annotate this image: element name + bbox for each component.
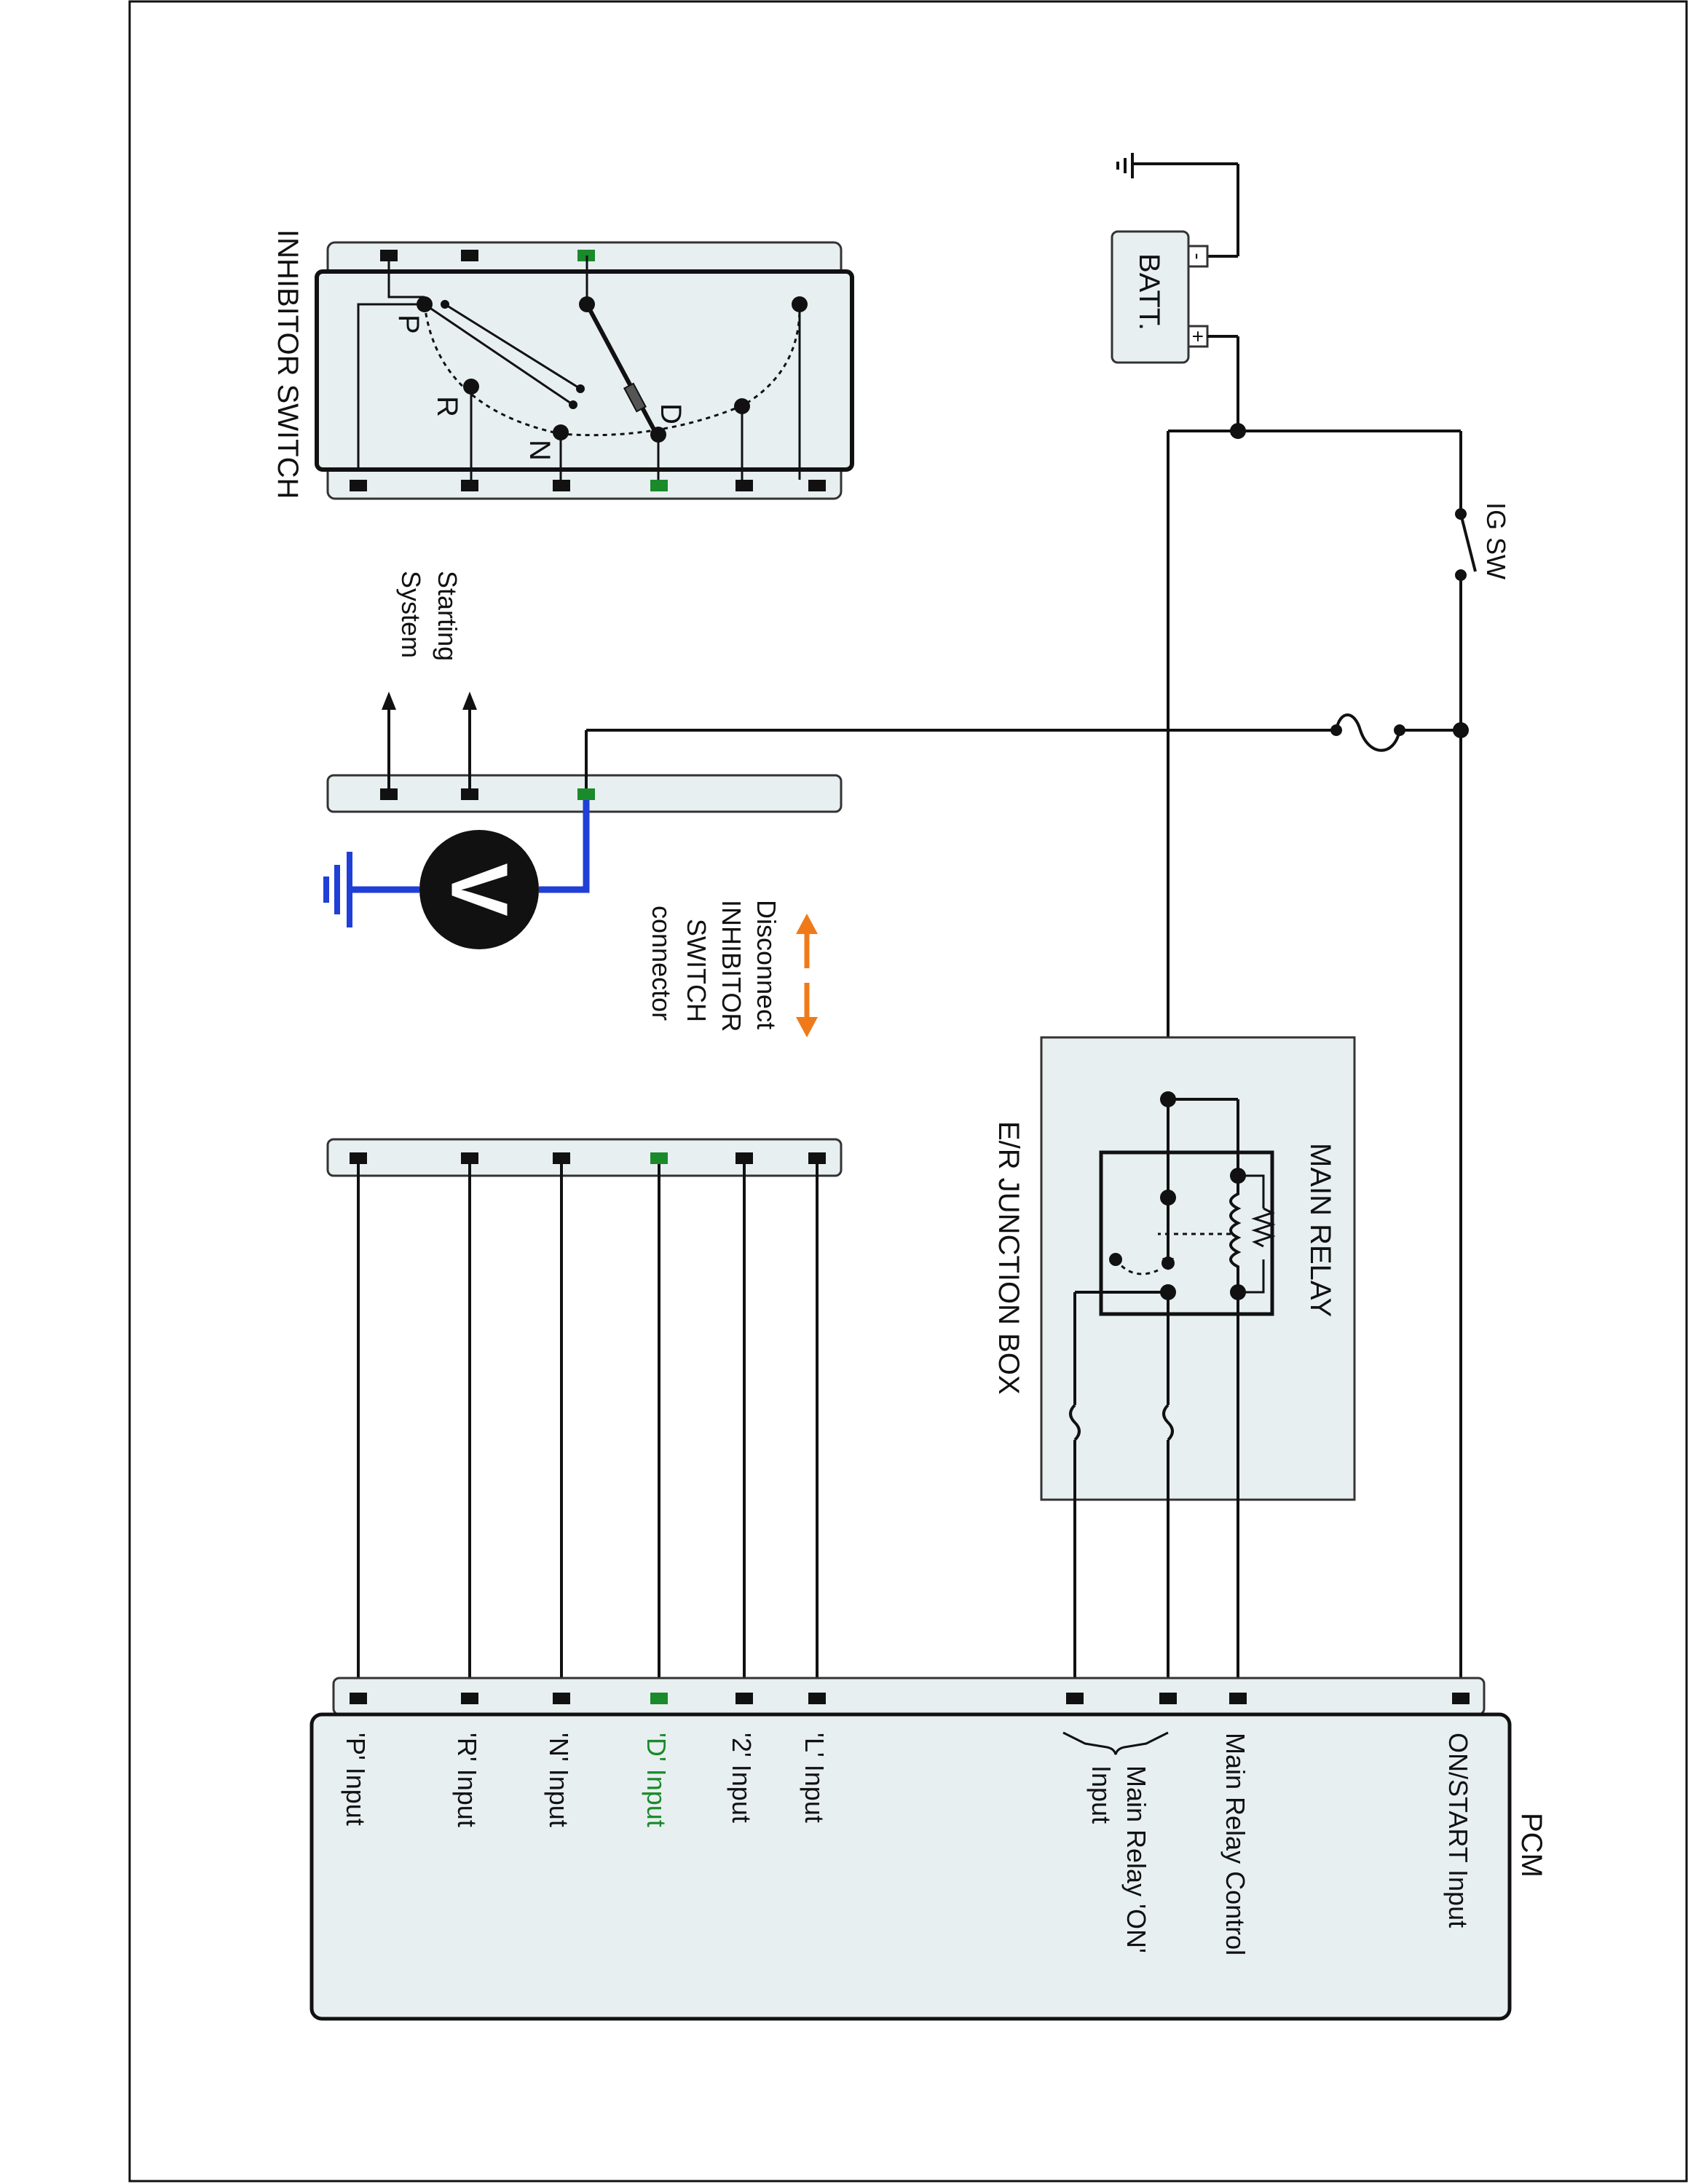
pcm-input-n: 'N' Input — [544, 1733, 574, 1827]
main-relay-label: MAIN RELAY — [1304, 1143, 1336, 1317]
brace-icon — [1062, 1731, 1169, 1755]
pcm-input-l: 'L' Input — [800, 1733, 829, 1823]
battery — [1111, 230, 1190, 364]
battery-label: BATT. — [1133, 253, 1165, 331]
disconnect-note: Disconnect INHIBITOR SWITCH connector — [647, 900, 818, 1037]
pcm-input-main-relay-control: Main Relay Control — [1220, 1733, 1250, 1955]
relay-coil-icon — [1229, 1176, 1242, 1292]
battery-circuit: - + BATT. IG SW — [585, 153, 1511, 1696]
position-label-n: N — [524, 440, 556, 461]
pcm-input-d: 'D' Input — [642, 1733, 671, 1827]
starting-arrow-2 — [462, 692, 477, 710]
fuse-icon — [1335, 713, 1401, 752]
position-label-p: P — [393, 314, 425, 334]
pcm-input-main-relay-on-1: Main Relay 'ON' — [1121, 1765, 1151, 1953]
starting-system-label-2: System — [396, 571, 426, 658]
position-label-d: D — [655, 403, 687, 424]
pcm: PCM 'P' Input 'R' Input 'N' Input 'D' In… — [309, 1677, 1547, 2021]
er-junction-box-label: E/R JUNCTION BOX — [993, 1121, 1025, 1395]
inhibitor-switch: P R N D INHIBITOR SWITCH — [272, 229, 854, 500]
er-junction-box: E/R JUNCTION BOX MAIN RELAY — [993, 1036, 1356, 1696]
battery-neg: - — [1187, 253, 1210, 259]
position-label-r: R — [431, 396, 463, 417]
disconnect-line-2: INHIBITOR — [717, 900, 746, 1032]
pcm-input-r: 'R' Input — [452, 1733, 482, 1827]
arrow-down-icon — [796, 1017, 818, 1037]
arrow-up-icon — [796, 914, 818, 934]
battery-pos: + — [1187, 331, 1210, 342]
disconnect-line-4: connector — [647, 906, 677, 1021]
pcm-input-main-relay-on-2: Input — [1086, 1765, 1116, 1824]
page-frame — [128, 0, 1688, 2183]
starting-arrow-1 — [382, 692, 396, 710]
pcm-input-p: 'P' Input — [341, 1733, 371, 1826]
pcm-input-2: '2' Input — [727, 1733, 757, 1823]
voltmeter-circle — [419, 830, 539, 949]
pcm-input-on-start: ON/START Input — [1443, 1733, 1473, 1928]
main-relay — [1099, 1150, 1274, 1316]
inhibitor-switch-title: INHIBITOR SWITCH — [272, 229, 304, 499]
pcm-title: PCM — [1515, 1813, 1547, 1878]
pcm-side-connector — [326, 1138, 843, 1696]
resistor-icon — [1251, 1207, 1276, 1248]
ig-switch — [1459, 513, 1477, 572]
voltmeter-symbol: V — [435, 863, 524, 916]
disconnect-line-1: Disconnect — [752, 900, 781, 1029]
starting-system-label-1: Starting — [433, 571, 462, 661]
inhibitor-top-pin-2 — [461, 250, 478, 261]
voltmeter: V — [323, 800, 590, 949]
starting-system-connector: Starting System — [326, 571, 843, 813]
ig-switch-label: IG SW — [1481, 502, 1511, 579]
disconnect-line-3: SWITCH — [682, 919, 711, 1022]
